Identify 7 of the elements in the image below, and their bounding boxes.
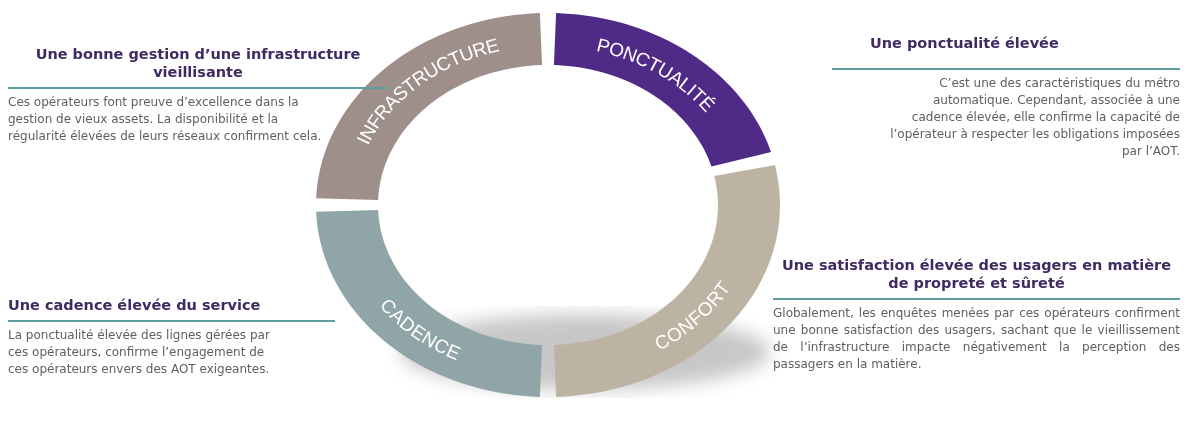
body-text: Globalement, les enquêtes menées par ces opérateurs confirment une bonne satisfaction des usagers, sachant que le vieillissement de l’infrastructure impacte négativement la perception des passagers en la matière. (773, 305, 1180, 373)
section-heading: Une ponctualité élevée (869, 34, 1060, 53)
body-text: C’est une des caractéristiques du métro automatique. Cependant, associée à une cadence élevée, elle confirme la capacité de l’opérateur à respecter les obligations imposées par l’AOT. (889, 75, 1180, 160)
section-heading: Une cadence élevée du service (8, 296, 262, 314)
section-heading: Une satisfaction élevée des usagers en matière de propreté et sûreté (780, 256, 1173, 292)
body-text: Ces opérateurs font preuve d’excellence dans la gestion de vieux assets. La disponibilité et la régularité élevées de leurs réseaux confirment cela. (8, 94, 323, 145)
body-text: La ponctualité élevée des lignes gérées par ces opérateurs, confirme l’engagement de ces opérateurs envers des AOT exigeantes. (8, 327, 271, 378)
